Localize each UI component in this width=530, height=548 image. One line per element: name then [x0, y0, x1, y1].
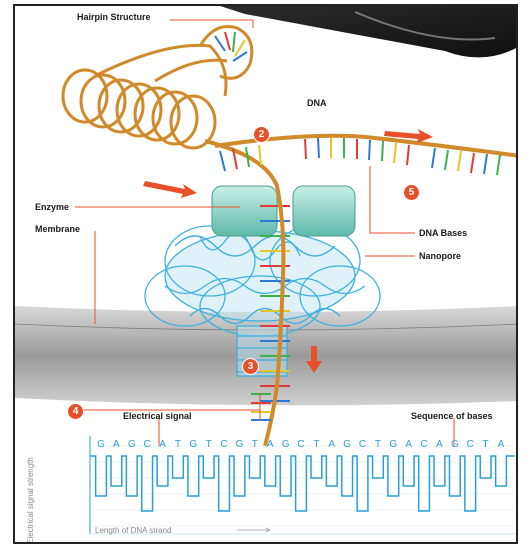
step-badge-4: 4: [67, 403, 84, 420]
sequence-base: C: [219, 439, 229, 450]
signal-xlabel: Length of DNA strand: [95, 526, 172, 535]
sequence-base: A: [404, 439, 414, 450]
sequence-base: G: [450, 439, 460, 450]
sequence-base: C: [142, 439, 152, 450]
hairpin-loop: [200, 26, 252, 78]
sequence-base: G: [127, 439, 137, 450]
label-nanopore: Nanopore: [419, 251, 461, 261]
sequence-base: C: [465, 439, 475, 450]
nanopore-illustration: [15, 6, 518, 544]
sequence-base: G: [281, 439, 291, 450]
label-membrane: Membrane: [35, 224, 80, 234]
signal-ylabel: Electrical signal strength: [26, 457, 35, 544]
signal-chart: [90, 436, 515, 534]
sequence-base: A: [434, 439, 444, 450]
sequence-base: A: [111, 439, 121, 450]
sequence-base: T: [311, 439, 321, 450]
sequence-base: G: [188, 439, 198, 450]
label-electrical-signal: Electrical signal: [123, 411, 192, 421]
step-badge-3: 3: [242, 358, 259, 375]
sequence-base: C: [296, 439, 306, 450]
sequence-base: G: [234, 439, 244, 450]
sequence-base: T: [250, 439, 260, 450]
step-badge-5: 5: [403, 184, 420, 201]
label-enzyme: Enzyme: [35, 202, 69, 212]
sequence-base: T: [481, 439, 491, 450]
sequence-base: A: [496, 439, 506, 450]
sequence-base: G: [342, 439, 352, 450]
sequence-base: G: [388, 439, 398, 450]
label-dna-bases: DNA Bases: [419, 228, 467, 238]
sequencer-device: [220, 6, 518, 57]
label-dna: DNA: [307, 98, 327, 108]
diagram-frame: Hairpin Structure DNA Enzyme Membrane DN…: [13, 4, 518, 544]
sequence-base: A: [265, 439, 275, 450]
sequence-base: C: [419, 439, 429, 450]
label-sequence-of-bases: Sequence of bases: [411, 411, 493, 421]
sequence-base: C: [358, 439, 368, 450]
sequence-base: A: [327, 439, 337, 450]
sequence-base: G: [96, 439, 106, 450]
signal-trace: [90, 456, 515, 511]
sequence-base: A: [158, 439, 168, 450]
arrow-right-icon: [143, 181, 197, 198]
dna-helix: [63, 45, 227, 148]
base-rungs-top: [220, 138, 500, 175]
sequence-base: T: [204, 439, 214, 450]
step-badge-2: 2: [253, 126, 270, 143]
sequence-base: T: [373, 439, 383, 450]
signal-grid: [90, 446, 515, 526]
label-hairpin-structure: Hairpin Structure: [77, 12, 151, 22]
sequence-base: T: [173, 439, 183, 450]
